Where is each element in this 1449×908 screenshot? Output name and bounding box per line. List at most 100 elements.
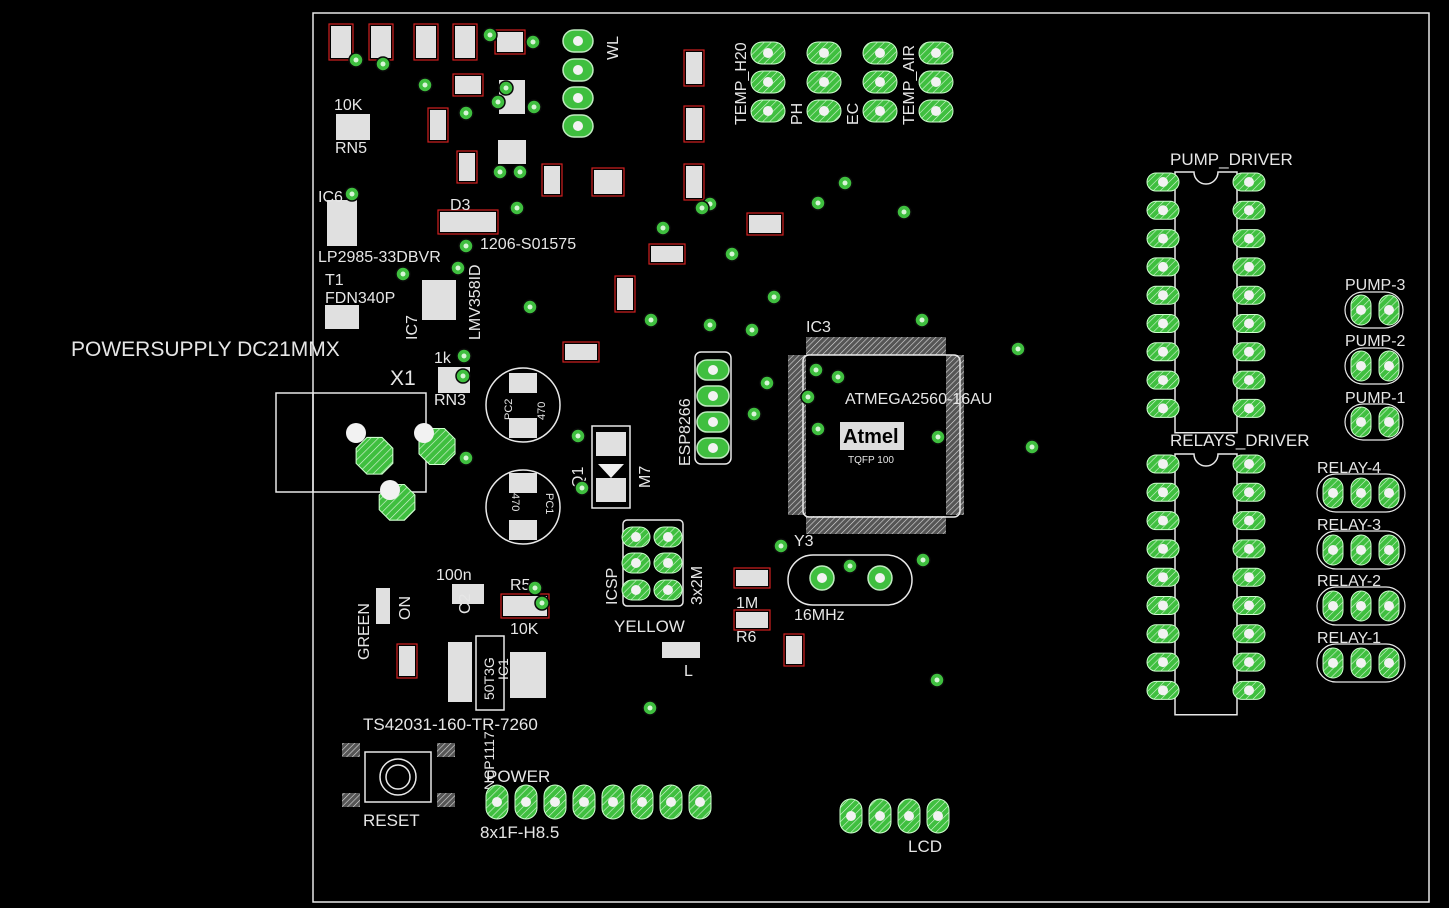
pad xyxy=(862,41,898,65)
pad xyxy=(1146,511,1180,531)
pad xyxy=(1146,257,1180,277)
esp8266-header xyxy=(694,351,732,465)
relay2-label: RELAY-2 xyxy=(1317,573,1381,590)
cap470-a-label: 470 xyxy=(536,402,548,420)
via xyxy=(842,558,858,574)
r10k-label: 10K xyxy=(510,621,539,638)
pad xyxy=(1146,229,1180,249)
x1-label: X1 xyxy=(390,367,416,390)
pad xyxy=(1232,652,1266,672)
pad xyxy=(1146,200,1180,220)
via xyxy=(395,266,411,282)
fdn340p-label: FDN340P xyxy=(325,290,395,307)
relays-driver-dip xyxy=(1146,453,1266,716)
pad xyxy=(1350,590,1372,622)
rn5-label: RN5 xyxy=(335,140,367,157)
pad xyxy=(1232,172,1266,192)
pc2-capacitor xyxy=(485,367,561,443)
top-left-smd-resistors xyxy=(328,23,625,197)
pad xyxy=(1232,539,1266,559)
via xyxy=(810,195,826,211)
pad xyxy=(1146,624,1180,644)
pad xyxy=(1232,624,1266,644)
pad xyxy=(1146,680,1180,700)
via xyxy=(417,77,433,93)
power-label: POWER xyxy=(486,767,550,786)
l-label: L xyxy=(684,663,693,680)
pad xyxy=(806,99,842,123)
pad xyxy=(1350,534,1372,566)
pad xyxy=(1322,477,1344,509)
via xyxy=(450,260,466,276)
pad xyxy=(918,41,954,65)
via xyxy=(498,80,514,96)
ic6-label: IC6 xyxy=(318,189,343,206)
rn3-label: RN3 xyxy=(434,392,466,409)
via xyxy=(724,246,740,262)
pad xyxy=(1378,534,1400,566)
ncp1117-label: NCP1117 xyxy=(481,731,497,790)
pump-connectors xyxy=(1344,291,1404,441)
pc1-label: PC1 xyxy=(543,493,555,514)
pad xyxy=(1232,314,1266,333)
atmega-chip: Atmel xyxy=(788,337,964,534)
via xyxy=(759,375,775,391)
pad xyxy=(653,579,683,601)
pad xyxy=(1232,285,1266,305)
pad xyxy=(1378,406,1400,438)
via xyxy=(830,369,846,385)
l-led-and-r6 xyxy=(662,567,805,667)
r1k-label: 1k xyxy=(434,350,452,367)
via xyxy=(456,348,472,364)
pad xyxy=(688,784,712,820)
pad xyxy=(1232,257,1266,277)
via xyxy=(375,56,391,72)
mhz-label: 16MHz xyxy=(794,607,845,624)
via xyxy=(810,421,826,437)
m7-label: M7 xyxy=(637,466,654,488)
via xyxy=(930,429,946,445)
ts42031-label: TS42031-160-TR-7260 xyxy=(363,715,538,734)
via xyxy=(766,289,782,305)
pad xyxy=(862,70,898,94)
pad xyxy=(1232,596,1266,615)
pad xyxy=(1232,454,1266,474)
pad xyxy=(572,784,596,820)
pad xyxy=(621,552,651,574)
pad xyxy=(1232,342,1266,362)
pad xyxy=(1322,647,1344,679)
via xyxy=(642,700,658,716)
pad xyxy=(1378,590,1400,622)
x1-power-jack xyxy=(275,392,456,521)
pad xyxy=(1146,596,1180,615)
pad xyxy=(1378,647,1400,679)
pad xyxy=(1146,398,1180,418)
via xyxy=(773,538,789,554)
pc1-capacitor xyxy=(485,469,561,545)
d1206-label: 1206-S01575 xyxy=(480,236,576,253)
pad xyxy=(1146,539,1180,559)
pad xyxy=(1378,294,1400,326)
relay-connectors xyxy=(1316,473,1406,683)
pump-driver-label: PUMP_DRIVER xyxy=(1170,150,1293,169)
lmv358-label: LMV358ID xyxy=(467,264,484,340)
pc2-label: PC2 xyxy=(503,399,515,420)
mid-smd-parts xyxy=(562,49,784,363)
pad xyxy=(750,99,786,123)
pad xyxy=(1322,534,1344,566)
pad xyxy=(621,579,651,601)
rn5-ic6-t1-parts xyxy=(325,114,499,393)
sensor-headers xyxy=(750,41,954,123)
via xyxy=(1024,439,1040,455)
pad xyxy=(1350,294,1372,326)
pad xyxy=(862,99,898,123)
pump2-label: PUMP-2 xyxy=(1345,333,1406,350)
via xyxy=(643,312,659,328)
pad xyxy=(1378,350,1400,382)
ic1-label: IC1 xyxy=(495,658,511,680)
ic7-label: IC7 xyxy=(404,315,421,340)
ic3-label: IC3 xyxy=(806,319,831,336)
pad xyxy=(1146,342,1180,362)
pad xyxy=(868,798,892,834)
